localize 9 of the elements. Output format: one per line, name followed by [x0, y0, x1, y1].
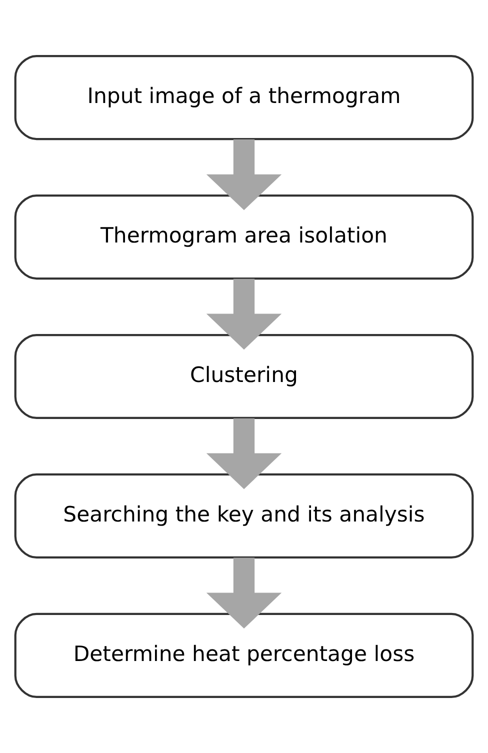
node-box: Thermogram area isolation	[14, 194, 474, 280]
node-box: Determine heat percentage loss	[14, 612, 474, 698]
node-box: Input image of a thermogram	[14, 55, 474, 140]
node-box: Searching the key and its analysis	[14, 473, 474, 559]
arrow	[206, 278, 282, 350]
arrow	[206, 418, 282, 490]
node-box: Clustering	[14, 334, 474, 420]
arrow	[206, 139, 282, 210]
arrow	[206, 558, 282, 629]
